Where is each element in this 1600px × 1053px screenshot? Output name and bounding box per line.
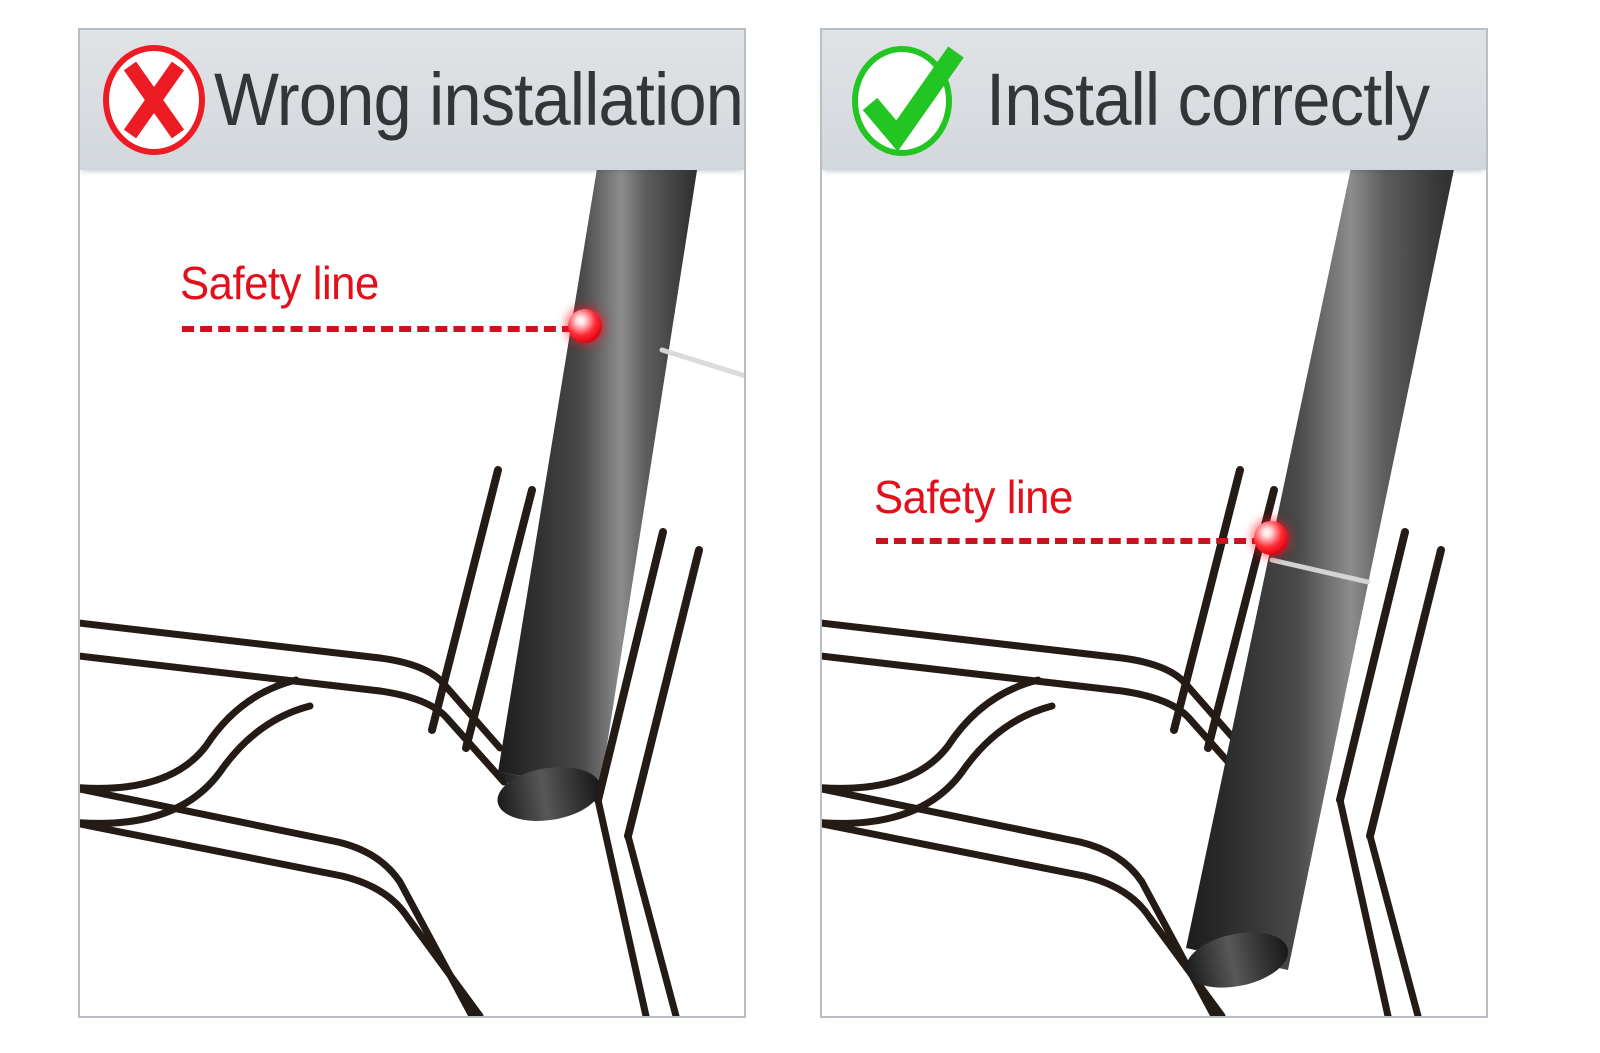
x-mark-circle-icon — [98, 40, 210, 160]
header-install-correctly: Install correctly — [822, 30, 1486, 170]
artwork-install-correctly — [822, 30, 1486, 1016]
artwork-wrong-installation — [80, 30, 744, 1016]
header-wrong-installation: Wrong installation — [80, 30, 744, 170]
socket-tube-right-wall — [594, 528, 703, 1016]
socket-tube-right-wall — [1336, 528, 1445, 1016]
panel-install-correctly: Safety line Install correctly — [820, 28, 1488, 1018]
safety-mark-line — [1269, 557, 1371, 585]
check-mark-circle-icon — [848, 40, 964, 160]
post-pole-wrong — [497, 30, 744, 821]
safety-mark-line — [659, 347, 744, 379]
panel-title-wrong: Wrong installation — [214, 58, 744, 141]
post-pole-correct — [1185, 30, 1483, 988]
panel-title-correct: Install correctly — [986, 58, 1430, 141]
panel-wrong-installation: Safety line Wrong installation — [78, 28, 746, 1018]
socket-tube-left-wall — [428, 466, 536, 752]
